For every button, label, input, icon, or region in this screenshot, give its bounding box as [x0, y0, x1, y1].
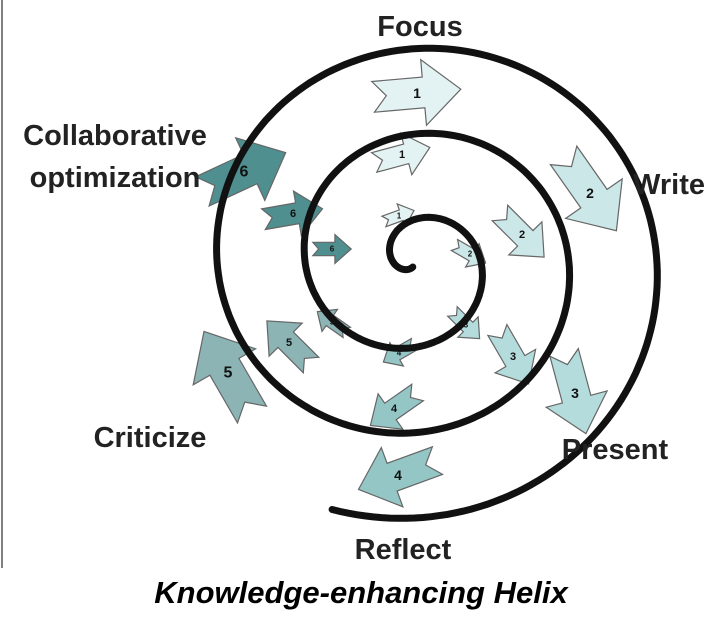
arrow-shape: [486, 323, 537, 385]
arrow-number-label: 3: [571, 385, 579, 401]
stage-label-criticize: Criticize: [94, 422, 207, 454]
arrow-criticize-12: 5: [192, 330, 268, 425]
arrow-number-label: 2: [586, 185, 594, 201]
arrow-reflect-11: 4: [382, 337, 420, 367]
arrow-number-label: 2: [519, 229, 525, 241]
arrow-number-label: 5: [286, 337, 292, 349]
stage-label-focus: Focus: [377, 11, 462, 43]
arrow-focus-0: 1: [370, 58, 462, 127]
diagram-caption: Knowledge-enhancing Helix: [154, 575, 568, 610]
left-frame-border: [1, 0, 3, 568]
arrow-write-4: 2: [490, 203, 545, 258]
arrow-collab-15: 6: [194, 136, 287, 208]
stage-label-collab-line2: optimization: [30, 162, 201, 194]
arrow-number-label: 3: [510, 351, 516, 363]
arrow-shape: [192, 330, 268, 425]
arrow-number-label: 1: [399, 149, 405, 161]
arrow-shape: [369, 382, 425, 430]
arrow-shape: [490, 203, 545, 258]
stage-label-write: Write: [633, 169, 705, 201]
arrow-number-label: 1: [397, 212, 402, 221]
arrow-reflect-9: 4: [357, 445, 444, 508]
arrow-present-7: 3: [486, 323, 537, 385]
arrow-number-label: 6: [290, 208, 296, 220]
arrow-number-label: 2: [468, 250, 473, 259]
arrow-present-6: 3: [544, 347, 609, 435]
arrow-collab-17: 6: [311, 233, 353, 265]
arrow-focus-1: 1: [370, 131, 431, 177]
arrow-shape: [544, 347, 609, 435]
arrow-number-label: 6: [330, 245, 335, 254]
arrow-shape: [311, 233, 353, 265]
arrow-number-label: 6: [240, 164, 249, 181]
arrow-number-label: 4: [397, 349, 402, 358]
arrow-shape: [549, 144, 623, 232]
stage-label-reflect: Reflect: [355, 534, 452, 566]
helix-spiral: [213, 44, 661, 522]
labels-layer: Focus Write Present Reflect Criticize Co…: [23, 11, 705, 566]
stage-label-present: Present: [562, 434, 669, 466]
arrow-number-label: 4: [391, 403, 398, 415]
arrow-shape: [357, 445, 444, 508]
arrow-reflect-10: 4: [369, 382, 425, 430]
arrow-shape: [370, 131, 431, 177]
arrow-shape: [266, 320, 321, 375]
arrow-number-label: 3: [464, 321, 469, 330]
arrow-number-label: 5: [224, 365, 233, 382]
arrow-number-label: 4: [394, 467, 402, 483]
stage-label-collab-line1: Collaborative: [23, 120, 207, 152]
arrow-criticize-13: 5: [266, 320, 321, 375]
arrow-write-3: 2: [549, 144, 623, 232]
arrow-number-label: 1: [413, 85, 421, 101]
arrow-shape: [370, 58, 462, 127]
